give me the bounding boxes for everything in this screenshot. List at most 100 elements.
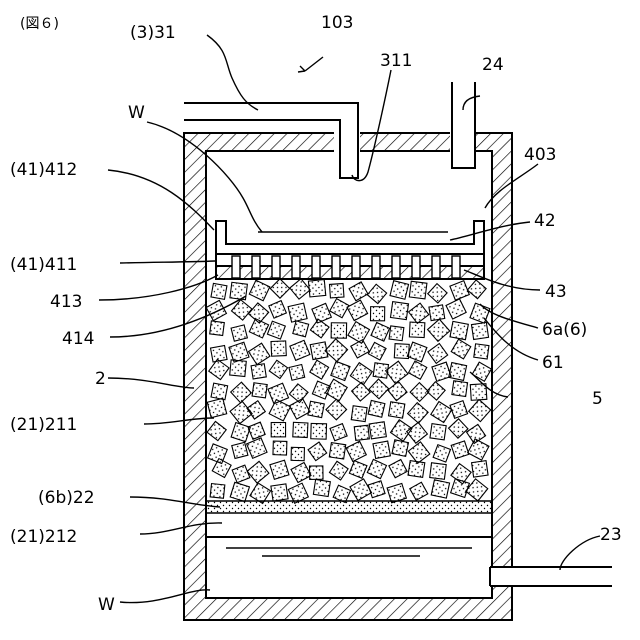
label-103: 103	[321, 13, 353, 33]
media-particle	[389, 326, 404, 341]
media-particle	[249, 343, 270, 364]
label-23: 23	[600, 525, 622, 545]
media-particle	[270, 279, 289, 298]
media-particle	[472, 362, 491, 381]
media-particle	[230, 401, 252, 423]
media-particle	[352, 382, 371, 401]
media-particle	[288, 303, 307, 322]
media-particle	[251, 364, 266, 379]
media-particle	[407, 422, 428, 443]
media-particle	[310, 360, 329, 379]
media-particle	[430, 463, 447, 480]
media-particle	[333, 485, 350, 502]
label-31: (3)31	[130, 23, 176, 43]
media-particle	[408, 403, 429, 424]
media-particle	[230, 360, 247, 377]
filter-media-5	[206, 279, 491, 504]
media-particle	[409, 322, 424, 337]
media-particle	[389, 402, 405, 418]
media-particle	[329, 461, 348, 480]
nozzle	[412, 256, 420, 278]
media-particle	[231, 423, 250, 442]
media-particle	[313, 480, 330, 497]
media-particle	[271, 484, 288, 501]
nozzle	[352, 256, 360, 278]
media-particle	[269, 360, 287, 378]
nozzle	[372, 256, 380, 278]
media-particle	[467, 280, 486, 299]
media-particle	[293, 321, 309, 337]
media-particle	[269, 301, 287, 319]
media-particle	[330, 299, 349, 318]
media-particle	[311, 423, 327, 439]
media-particle	[433, 445, 450, 462]
media-particle	[373, 441, 390, 458]
media-particle	[348, 322, 370, 344]
media-particle	[354, 425, 369, 440]
media-particle	[312, 303, 332, 323]
media-particle	[206, 300, 226, 320]
media-particle	[351, 340, 369, 358]
media-particle	[466, 479, 488, 501]
media-particle	[326, 399, 347, 420]
media-particle	[428, 284, 447, 303]
media-particle	[293, 422, 308, 437]
media-particle	[387, 483, 406, 502]
media-particle	[271, 423, 285, 437]
media-particle	[330, 424, 347, 441]
media-particle	[430, 424, 446, 440]
media-particle	[207, 421, 226, 440]
media-particle	[232, 465, 250, 483]
media-particle	[329, 283, 343, 297]
media-particle	[211, 345, 228, 362]
nozzle	[392, 256, 400, 278]
label-22: (6b)22	[38, 488, 95, 508]
media-particle	[371, 323, 390, 342]
label-2: 2	[95, 369, 106, 389]
media-particle	[470, 303, 490, 323]
media-particle	[450, 401, 468, 419]
media-particle	[451, 479, 470, 498]
media-particle	[451, 441, 469, 459]
media-particle	[308, 442, 327, 461]
media-particle	[289, 384, 308, 403]
media-particle	[231, 325, 247, 341]
media-particle	[308, 280, 325, 297]
media-particle	[289, 399, 310, 420]
media-particle	[229, 342, 249, 362]
label-414: 414	[62, 329, 94, 349]
media-particle	[350, 479, 372, 501]
media-particle	[249, 319, 268, 338]
media-particle	[429, 305, 445, 321]
media-particle	[329, 443, 345, 459]
media-particle	[408, 442, 429, 463]
media-particle	[232, 442, 248, 458]
media-particle	[247, 461, 269, 483]
media-particle	[210, 484, 225, 499]
media-particle	[409, 303, 429, 323]
media-particle	[389, 459, 407, 477]
media-particle	[471, 322, 488, 339]
media-particle	[291, 462, 311, 482]
media-particle	[390, 281, 409, 300]
media-particle	[474, 344, 489, 359]
media-particle	[367, 284, 386, 303]
media-particle	[409, 281, 427, 299]
media-particle	[288, 483, 308, 503]
media-particle	[350, 363, 372, 385]
media-particle	[451, 339, 471, 359]
media-particle	[267, 321, 285, 339]
support-layer-22	[206, 501, 492, 513]
label-413: 413	[50, 292, 82, 312]
media-particle	[211, 383, 228, 400]
media-particle	[468, 439, 489, 460]
media-particle	[472, 461, 489, 478]
media-particle	[450, 281, 469, 300]
label-411: (41)411	[10, 255, 77, 275]
water-bottom	[226, 548, 472, 556]
media-particle	[207, 398, 226, 417]
media-particle	[367, 459, 386, 478]
nozzle	[292, 256, 300, 278]
media-particle	[248, 422, 265, 439]
media-particle	[452, 381, 468, 397]
